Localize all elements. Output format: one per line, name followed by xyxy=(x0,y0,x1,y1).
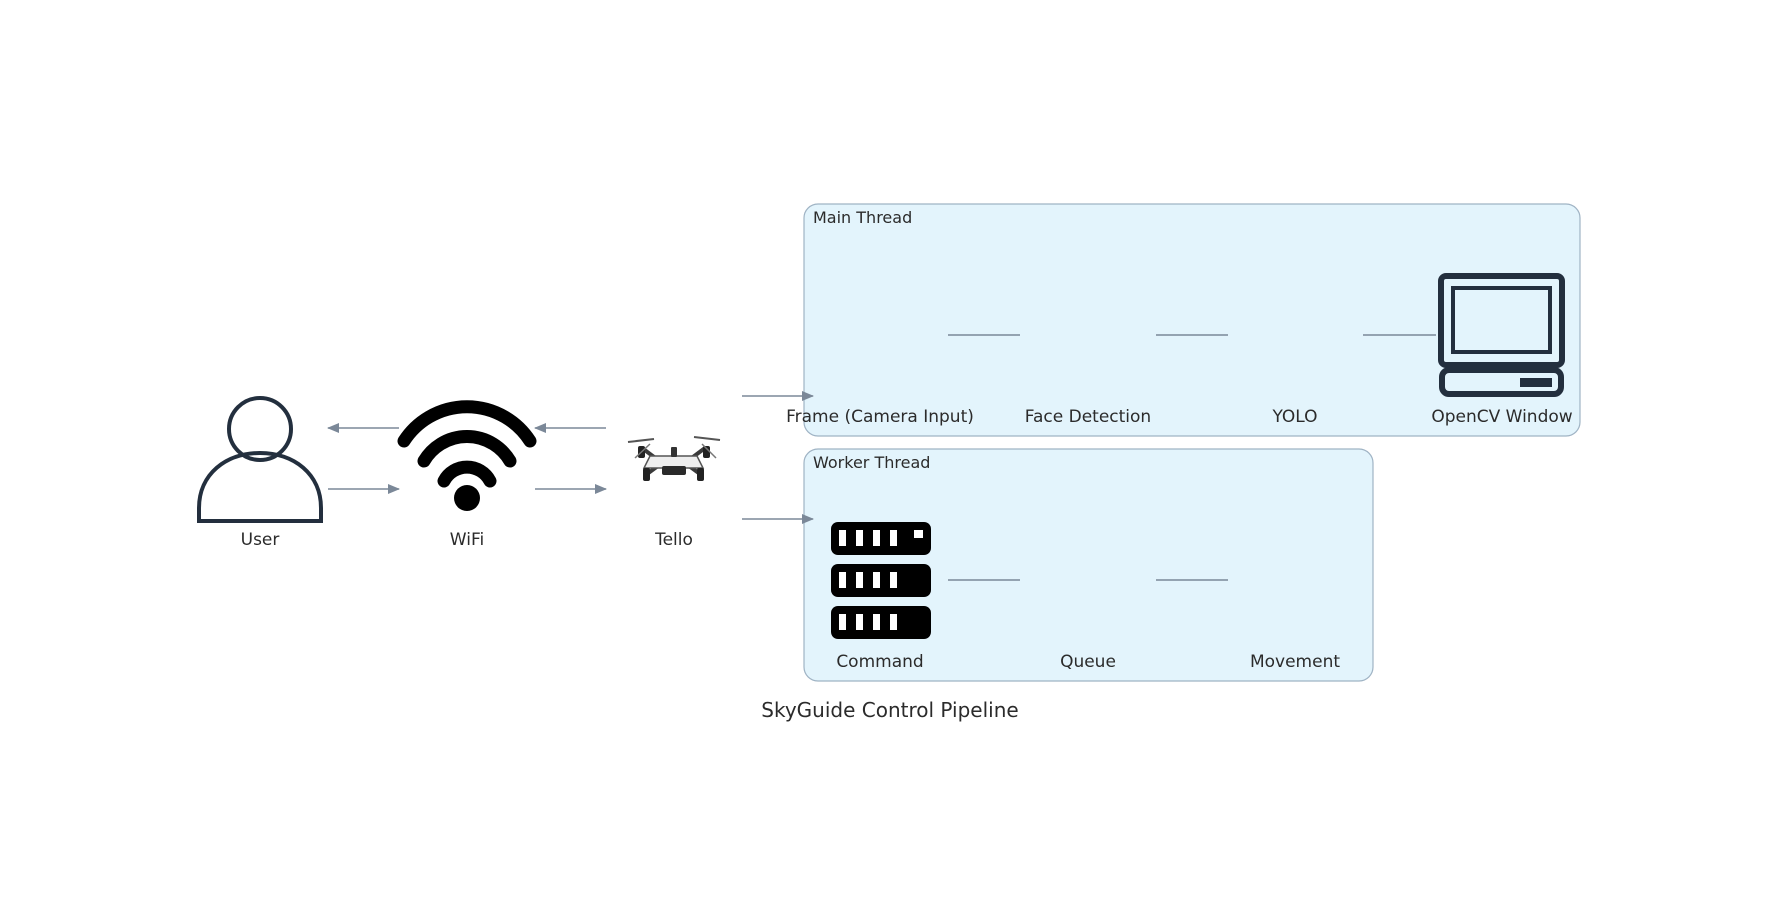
node-frame: Frame (Camera Input) xyxy=(786,407,974,427)
user-label: User xyxy=(241,530,280,550)
yolo-label: YOLO xyxy=(1271,407,1317,427)
opencv-window-label: OpenCV Window xyxy=(1431,407,1572,427)
main-thread-label: Main Thread xyxy=(813,208,912,227)
node-tello: Tello xyxy=(627,436,721,550)
frame-label: Frame (Camera Input) xyxy=(786,407,974,427)
worker-thread-label: Worker Thread xyxy=(813,453,930,472)
node-face-detection: Face Detection xyxy=(1025,407,1151,427)
tello-label: Tello xyxy=(654,530,693,550)
movement-label: Movement xyxy=(1250,652,1340,672)
node-queue: Queue xyxy=(1060,652,1116,672)
edges xyxy=(327,334,1436,581)
node-yolo: YOLO xyxy=(1271,407,1317,427)
computer-icon xyxy=(1438,273,1565,397)
queue-label: Queue xyxy=(1060,652,1116,672)
wifi-icon xyxy=(397,400,537,511)
command-label: Command xyxy=(836,652,923,672)
main-thread-cluster: Main Thread xyxy=(803,203,1581,437)
worker-thread-cluster: Worker Thread xyxy=(803,448,1374,682)
node-wifi: WiFi xyxy=(397,400,537,550)
wifi-label: WiFi xyxy=(450,530,484,550)
node-user: User xyxy=(197,396,323,550)
node-command: Command xyxy=(831,522,931,672)
diagram-title: SkyGuide Control Pipeline xyxy=(761,698,1018,722)
drone-icon xyxy=(627,436,721,481)
node-opencv-window: OpenCV Window xyxy=(1431,273,1573,427)
user-icon xyxy=(197,396,323,523)
node-movement: Movement xyxy=(1250,652,1340,672)
face-detection-label: Face Detection xyxy=(1025,407,1151,427)
server-rack-icon xyxy=(831,522,931,639)
